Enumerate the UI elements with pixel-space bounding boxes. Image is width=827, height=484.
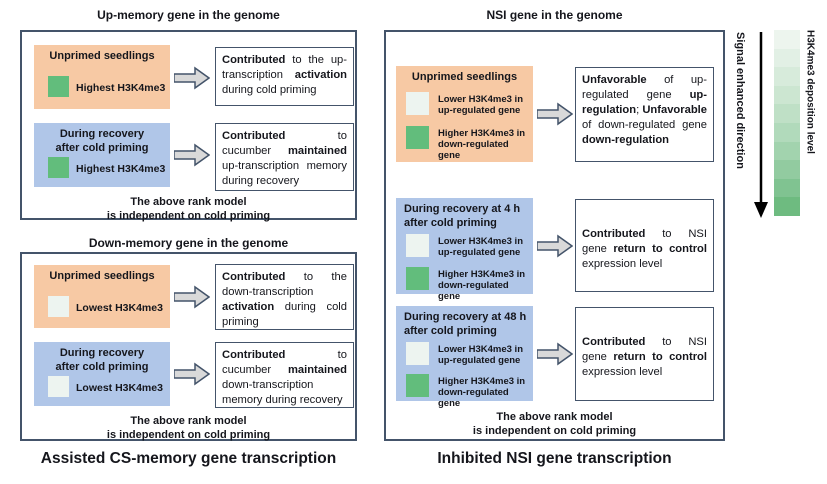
condition-box-nsi-recovery-4h: During recovery at 4 h after cold primin… [396, 198, 533, 302]
down-arrow-icon [754, 32, 768, 218]
condition-box-unprimed-down: Unprimed seedlings Lowest H3K4me3 [34, 265, 170, 328]
condition-title: During recovery after cold priming [55, 128, 149, 154]
condition-box-nsi-unprimed: Unprimed seedlings Lower H3K4me3 in up-r… [396, 66, 533, 162]
h3k4me3-high-swatch [406, 374, 429, 397]
gradient-step [774, 104, 800, 123]
condition-box-unprimed-up: Unprimed seedlings Highest H3K4me3 [34, 45, 170, 109]
gradient-step [774, 197, 800, 216]
gradient-step [774, 160, 800, 179]
swatch-label: Higher H3K4me3 in down-regulated gene [438, 376, 526, 409]
outcome-box-down-activation: Contributed to the down-transcription ac… [215, 264, 354, 330]
swatch-label: Lowest H3K4me3 [76, 382, 163, 394]
condition-box-recovery-down: During recovery after cold priming Lowes… [34, 342, 170, 406]
down-memory-panel-title: Down-memory gene in the genome [88, 236, 289, 250]
flow-arrow-icon [174, 362, 210, 386]
condition-title: During recovery at 48 h after cold primi… [404, 311, 527, 337]
swatch-label: Highest H3K4me3 [76, 82, 166, 94]
h3k4me3-low-swatch [406, 92, 429, 115]
h3k4me3-low-swatch [406, 342, 429, 365]
condition-box-recovery-up: During recovery after cold priming Highe… [34, 123, 170, 187]
gradient-step [774, 141, 800, 161]
outcome-text: Contributed to NSI gene return to contro… [582, 336, 707, 378]
h3k4me3-high-swatch [406, 267, 429, 290]
nsi-panel: Unprimed seedlings Lower H3K4me3 in up-r… [384, 30, 725, 441]
rank-model-note: The above rank model is independent on c… [472, 411, 637, 438]
condition-title: During recovery after cold priming [55, 347, 149, 373]
outcome-box-up-memory: Contributed to cucumber maintained up-tr… [215, 123, 354, 191]
h3k4me3-high-swatch [48, 76, 69, 97]
swatch-label: Highest H3K4me3 [76, 163, 166, 175]
right-caption: Inhibited NSI gene transcription [437, 450, 672, 467]
flow-arrow-icon [537, 342, 573, 366]
condition-title: Unprimed seedlings [411, 71, 518, 83]
outcome-text: Contributed to the up-transcription acti… [222, 54, 347, 96]
down-memory-panel: Unprimed seedlings Lowest H3K4me3 Contri… [20, 252, 357, 441]
h3k4me3-high-swatch [406, 126, 429, 149]
outcome-text: Contributed to cucumber maintained up-tr… [222, 130, 347, 187]
gradient-step [774, 122, 800, 142]
left-caption: Assisted CS-memory gene transcription [40, 450, 337, 467]
rank-model-note: The above rank model is independent on c… [106, 415, 271, 442]
swatch-label: Higher H3K4me3 in down-regulated gene [438, 128, 526, 161]
condition-title: Unprimed seedlings [49, 50, 155, 62]
outcome-text: Unfavorable of up-regulated gene up-regu… [582, 74, 707, 146]
rank-model-note: The above rank model is independent on c… [106, 196, 271, 223]
up-memory-panel: Unprimed seedlings Highest H3K4me3 Contr… [20, 30, 357, 222]
outcome-text: Contributed to the down-transcription ac… [222, 271, 347, 328]
outcome-box-nsi-return-48h: Contributed to NSI gene return to contro… [575, 307, 714, 401]
gradient-step [774, 85, 800, 105]
flow-arrow-icon [537, 234, 573, 258]
swatch-label: Lower H3K4me3 in up-regulated gene [438, 94, 523, 116]
h3k4me3-high-swatch [48, 157, 69, 178]
flow-arrow-icon [174, 143, 210, 167]
deposition-level-label: H3K4me3 deposition level [804, 30, 816, 154]
outcome-box-nsi-unfavorable: Unfavorable of up-regulated gene up-regu… [575, 67, 714, 162]
outcome-box-down-memory: Contributed to cucumber maintained down-… [215, 342, 354, 408]
swatch-label: Lower H3K4me3 in up-regulated gene [438, 344, 523, 366]
condition-title: Unprimed seedlings [49, 270, 155, 282]
flow-arrow-icon [174, 285, 210, 309]
h3k4me3-low-swatch [406, 234, 429, 257]
gradient-step [774, 67, 800, 86]
condition-title: During recovery at 4 h after cold primin… [404, 203, 521, 229]
condition-box-nsi-recovery-48h: During recovery at 48 h after cold primi… [396, 306, 533, 409]
flow-arrow-icon [537, 102, 573, 126]
outcome-box-nsi-return-4h: Contributed to NSI gene return to contro… [575, 199, 714, 292]
up-memory-panel-title: Up-memory gene in the genome [97, 8, 280, 22]
flow-arrow-icon [174, 66, 210, 90]
nsi-panel-title: NSI gene in the genome [486, 8, 623, 22]
signal-direction-label: Signal enhanced direction [734, 32, 746, 169]
outcome-text: Contributed to NSI gene return to contro… [582, 228, 707, 270]
h3k4me3-gradient-bar [774, 30, 800, 216]
swatch-label: Higher H3K4me3 in down-regulated gene [438, 269, 526, 302]
gradient-step [774, 178, 800, 198]
h3k4me3-low-swatch [48, 376, 69, 397]
outcome-box-up-activation: Contributed to the up-transcription acti… [215, 47, 354, 106]
gradient-step [774, 48, 800, 68]
swatch-label: Lowest H3K4me3 [76, 302, 163, 314]
gradient-step [774, 30, 800, 49]
swatch-label: Lower H3K4me3 in up-regulated gene [438, 236, 523, 258]
h3k4me3-low-swatch [48, 296, 69, 317]
outcome-text: Contributed to cucumber maintained down-… [222, 349, 347, 406]
